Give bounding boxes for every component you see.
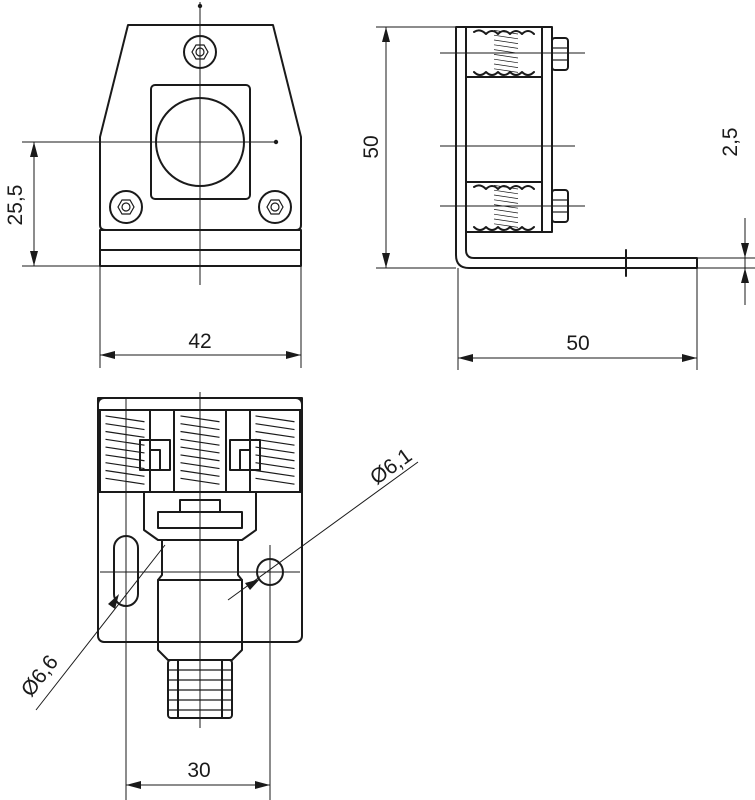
hole-left-dim-label: Ø6,6 (17, 651, 63, 701)
side-clamp-plate (541, 26, 553, 233)
side-length-dim-label: 50 (566, 332, 589, 355)
side-thickness-dim-label: 2,5 (719, 127, 742, 156)
front-left-screw-icon (109, 190, 143, 224)
front-width-dim-label: 42 (188, 330, 211, 353)
bottom-view: Ø6,1 Ø6,6 30 (17, 392, 419, 800)
hole-left-dim-line (35, 544, 166, 711)
side-upper-spring (473, 29, 535, 76)
side-view: 50 2,5 50 (360, 26, 755, 370)
bottom-left-spring (99, 409, 151, 493)
front-height-dim-label: 25,5 (4, 185, 27, 226)
side-height-dim-label: 50 (360, 135, 383, 158)
hole-right-dim-line (227, 461, 419, 601)
front-view: 25,5 42 (4, 2, 302, 368)
front-right-screw-icon (258, 190, 292, 224)
side-upper-nut-icon (551, 37, 569, 71)
bottom-right-spring (249, 409, 301, 493)
bottom-spacing-dim-label: 30 (187, 759, 210, 782)
side-lower-spring (473, 184, 535, 231)
hole-right-dim-label: Ø6,1 (366, 444, 416, 489)
bottom-connector (167, 659, 233, 719)
